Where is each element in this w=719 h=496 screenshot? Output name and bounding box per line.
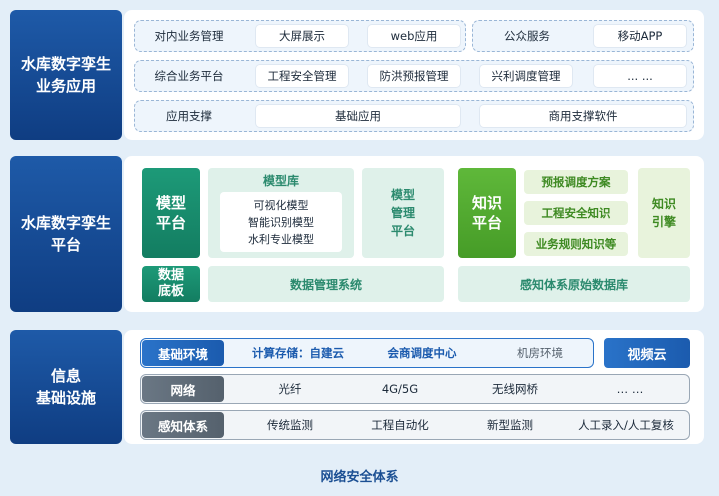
infra-layer-label: 信息 基础设施 (10, 330, 122, 444)
public-service-title: 公众服务 (504, 29, 550, 43)
model-library-title: 模型库 (262, 173, 299, 188)
engineering-safety-knowledge-item[interactable]: 工程安全知识 (524, 201, 628, 225)
network-title: 网络 (142, 376, 224, 402)
engineering-automation-item[interactable]: 工程自动化 (371, 418, 429, 432)
more-apps-item[interactable]: ... ... (594, 65, 686, 87)
model-library-list: 可视化模型 智能识别模型 水利专业模型 (220, 192, 342, 252)
new-monitoring-item[interactable]: 新型监测 (487, 418, 533, 432)
big-screen-display-item[interactable]: 大屏展示 (256, 25, 348, 47)
network-row (140, 374, 690, 404)
web-app-item[interactable]: web应用 (368, 25, 460, 47)
sensing-system-row (140, 410, 690, 440)
traditional-monitoring-item[interactable]: 传统监测 (267, 418, 313, 432)
model-management-block[interactable]: 模型 管理 平台 (362, 168, 444, 258)
video-cloud-block[interactable]: 视频云 (604, 338, 690, 368)
consultation-center-item[interactable]: 会商调度中心 (387, 346, 457, 360)
engineering-safety-item[interactable]: 工程安全管理 (256, 65, 348, 87)
hydraulic-model-item[interactable]: 水利专业模型 (248, 232, 314, 246)
cellular-item[interactable]: 4G/5G (381, 382, 419, 396)
basic-environment-title: 基础环境 (142, 340, 224, 366)
model-platform-block[interactable]: 模型 平台 (142, 168, 200, 258)
smart-recognition-model-item[interactable]: 智能识别模型 (248, 215, 314, 229)
sensing-system-title: 感知体系 (142, 412, 224, 438)
internal-business-title: 对内业务管理 (154, 29, 224, 43)
knowledge-engine-block[interactable]: 知识 引擎 (638, 168, 690, 258)
integrated-platform-title: 综合业务平台 (154, 69, 224, 83)
server-room-item[interactable]: 机房环境 (517, 346, 563, 360)
mobile-app-item[interactable]: 移动APP (594, 25, 686, 47)
fiber-item[interactable]: 光纤 (278, 382, 302, 396)
knowledge-platform-block[interactable]: 知识 平台 (458, 168, 516, 258)
flood-forecast-item[interactable]: 防洪预报管理 (368, 65, 460, 87)
data-base-block[interactable]: 数据 底板 (142, 266, 200, 302)
app-layer-label: 水库数字孪生 业务应用 (10, 10, 122, 140)
wireless-bridge-item[interactable]: 无线网桥 (492, 382, 538, 396)
commercial-software-item[interactable]: 商用支撑软件 (480, 105, 686, 127)
more-network-item[interactable]: … … (616, 382, 644, 396)
business-rule-knowledge-item[interactable]: 业务规则知识等 (524, 232, 628, 256)
forecast-dispatch-plan-item[interactable]: 预报调度方案 (524, 170, 628, 194)
beneficial-dispatch-item[interactable]: 兴利调度管理 (480, 65, 572, 87)
network-security-footer: 网络安全体系 (320, 469, 399, 485)
platform-layer-label: 水库数字孪生 平台 (10, 156, 122, 312)
data-management-system-block[interactable]: 数据管理系统 (208, 266, 444, 302)
compute-storage-item[interactable]: 计算存储：自建云 (252, 346, 344, 360)
visual-model-item[interactable]: 可视化模型 (253, 198, 309, 212)
app-support-title: 应用支撑 (166, 109, 212, 123)
sensing-raw-database-block[interactable]: 感知体系原始数据库 (458, 266, 690, 302)
manual-entry-item[interactable]: 人工录入/人工复核 (578, 418, 674, 432)
basic-application-item[interactable]: 基础应用 (256, 105, 460, 127)
